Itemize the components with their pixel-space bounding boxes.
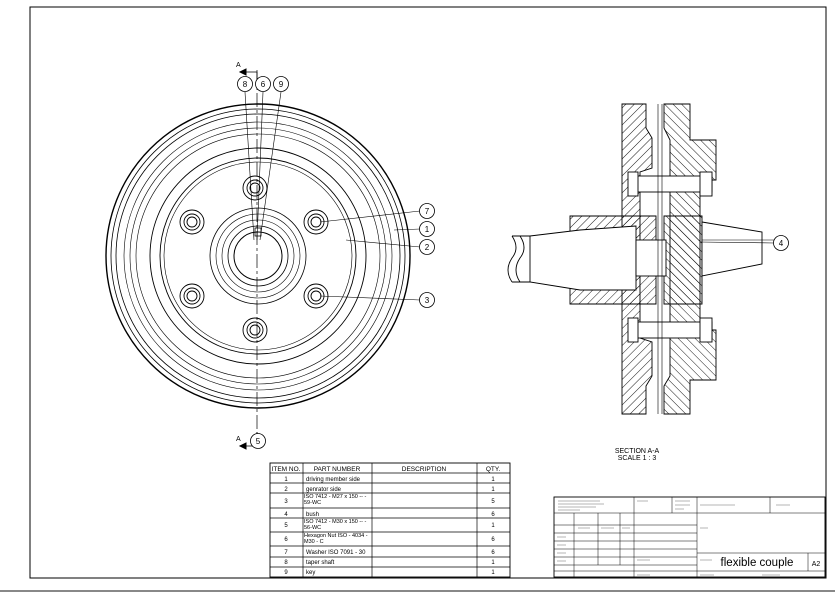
bom-qty: 1 bbox=[491, 487, 495, 493]
balloon-3: 3 bbox=[419, 292, 435, 308]
bom-qty: 1 bbox=[491, 570, 495, 576]
bom-item: 3 bbox=[284, 499, 288, 505]
bom-item: 6 bbox=[284, 537, 288, 543]
bom-item: 5 bbox=[284, 523, 288, 529]
bom-item: 7 bbox=[284, 550, 288, 556]
section-marker-top: A bbox=[236, 62, 241, 69]
section-scale: SCALE 1 : 3 bbox=[618, 455, 657, 462]
balloon-9: 9 bbox=[273, 76, 289, 92]
svg-text:1: 1 bbox=[425, 225, 430, 234]
svg-text:5: 5 bbox=[256, 437, 261, 446]
title-block-size: A2 bbox=[812, 561, 821, 568]
section-title: SECTION A-A bbox=[615, 448, 660, 455]
bom-qty: 1 bbox=[491, 523, 495, 529]
bom-qty: 6 bbox=[491, 550, 495, 556]
balloon-6: 6 bbox=[255, 76, 271, 92]
bom-part-wrap: ISO 7412 - M27 x 150 -- - 59-WC bbox=[304, 494, 366, 506]
balloon-5: 5 bbox=[250, 433, 266, 449]
bom-header-part: PART NUMBER bbox=[314, 466, 361, 473]
balloon-2: 2 bbox=[419, 239, 435, 255]
svg-text:7: 7 bbox=[425, 207, 430, 216]
balloon-4: 4 bbox=[773, 235, 789, 251]
bom-header-item: ITEM NO. bbox=[272, 466, 301, 473]
bom-item: 2 bbox=[284, 487, 288, 493]
bom-qty: 6 bbox=[491, 537, 495, 543]
bom-table: ITEM NO. PART NUMBER DESCRIPTION QTY. 1 … bbox=[269, 462, 511, 578]
title-block bbox=[553, 496, 826, 578]
bom-part: genrator side bbox=[306, 487, 342, 493]
svg-text:4: 4 bbox=[779, 239, 784, 248]
bom-header-qty: QTY. bbox=[486, 466, 501, 473]
front-view bbox=[105, 68, 421, 450]
svg-text:3: 3 bbox=[425, 296, 430, 305]
bom-qty: 6 bbox=[491, 512, 495, 518]
svg-text:6: 6 bbox=[261, 80, 266, 89]
bom-item: 9 bbox=[284, 570, 288, 576]
title-block-title: flexible couple bbox=[721, 557, 794, 569]
svg-text:9: 9 bbox=[279, 80, 284, 89]
bom-part: taper shaft bbox=[306, 560, 335, 566]
balloon-7: 7 bbox=[419, 203, 435, 219]
svg-text:8: 8 bbox=[243, 80, 248, 89]
bom-item: 4 bbox=[284, 512, 288, 518]
balloon-1: 1 bbox=[419, 221, 435, 237]
balloon-8: 8 bbox=[237, 76, 253, 92]
bom-header-desc: DESCRIPTION bbox=[402, 466, 447, 473]
bom-part: key bbox=[306, 570, 315, 576]
sheet-border bbox=[29, 6, 827, 579]
bom-item: 1 bbox=[284, 477, 288, 483]
section-marker-bottom: A bbox=[236, 436, 241, 443]
bom-part-wrap: Hexagon Nut ISO - 4034 - M30 - C bbox=[304, 533, 368, 545]
bom-part: driving member side bbox=[306, 477, 361, 483]
bom-item: 8 bbox=[284, 560, 288, 566]
svg-text:2: 2 bbox=[425, 243, 430, 252]
bom-part: bush bbox=[306, 512, 319, 518]
bom-part: Washer ISO 7091 - 30 bbox=[306, 550, 366, 556]
bom-qty: 1 bbox=[491, 477, 495, 483]
section-view bbox=[507, 103, 784, 415]
bom-qty: 1 bbox=[491, 560, 495, 566]
bom-part-wrap: ISO 7412 - M30 x 150 -- - 56-WC bbox=[304, 519, 366, 531]
bom-qty: 5 bbox=[491, 499, 495, 505]
